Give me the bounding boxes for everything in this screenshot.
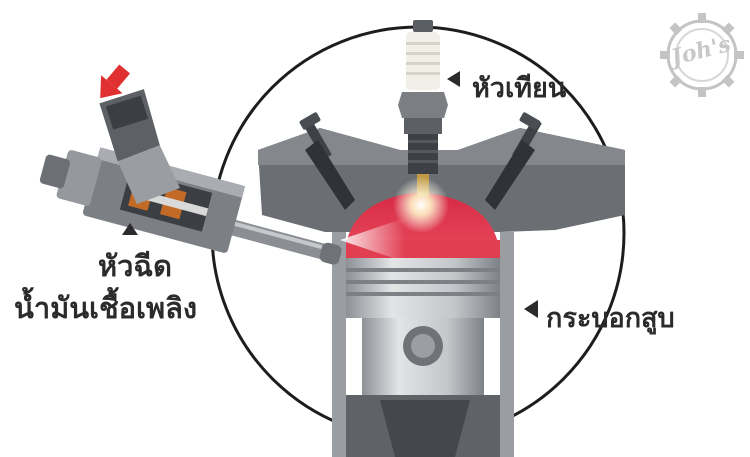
piston: [346, 258, 500, 457]
intake-valve: [299, 112, 355, 210]
spark-plug-graphic: [398, 20, 448, 196]
red-arrow-icon: [100, 64, 131, 99]
injector-connector: [99, 89, 181, 205]
gear-logo-icon: [660, 13, 744, 97]
exhaust-valve: [485, 112, 542, 210]
spark-glow-icon: [393, 177, 449, 233]
injector-label-line2: น้ำมันเชื้อเพลิง: [14, 291, 198, 325]
cylinder-label: กระบอกสูบ: [546, 303, 675, 334]
cylinder-wall-right: [500, 232, 514, 457]
spark-plug-label: หัวเทียน: [472, 73, 567, 104]
triangle-pointer-icon: [122, 223, 138, 235]
triangle-pointer-icon: [524, 300, 538, 318]
cylinder-wall-left: [332, 232, 346, 457]
injector-label-line1: หัวฉีด: [98, 249, 172, 283]
triangle-pointer-icon: [447, 71, 460, 87]
fuel-spray: [340, 218, 405, 262]
